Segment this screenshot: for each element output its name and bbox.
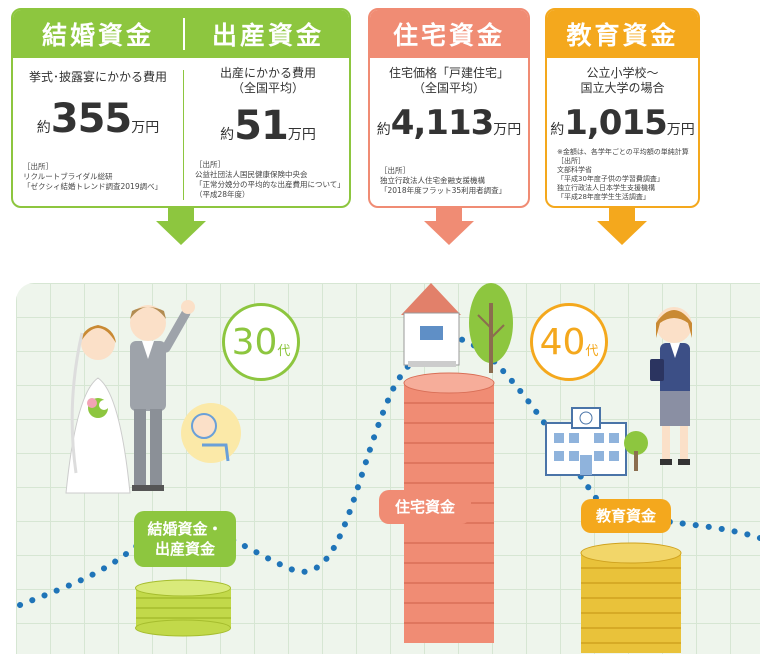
education-title: 教育資金 (547, 10, 698, 58)
housing-source: ［出所］ 独立行政法人住宅金融支援機構 「2018年度フラット35利用者調査」 (380, 166, 522, 196)
housing-label: 住宅資金 (379, 490, 471, 524)
birth-title: 出産資金 (211, 21, 324, 50)
student-icon (650, 307, 692, 465)
amount-unit: 万円 (131, 120, 160, 136)
birth-condition: 出産にかかる費用 （全国平均） (185, 66, 349, 96)
education-card: 教育資金 公立小学校～ 国立大学の場合 約1,015万円 ※金額は、各学年ごとの… (545, 8, 700, 208)
groom-icon (130, 300, 195, 491)
source-line: 「2018年度フラット35利用者調査」 (380, 186, 507, 195)
source-line: ［出所］ (23, 162, 53, 171)
amount-value: 355 (50, 96, 132, 142)
baby-icon (181, 403, 241, 463)
school-icon (545, 407, 648, 476)
arrow-down-icon (609, 208, 635, 222)
source-line: ［出所］ (557, 157, 585, 165)
arrow-head (597, 221, 647, 245)
education-source: ※金額は、各学年ごとの平均額の単純計算 ［出所］ 文部科学省 「平成30年度子供… (557, 148, 692, 202)
housing-amount: 約4,113万円 (370, 103, 528, 143)
education-coin-stack (580, 542, 682, 653)
decade-suffix: 代 (277, 343, 291, 359)
condition-line: 国立大学の場合 (580, 81, 665, 95)
education-amount: 約1,015万円 (547, 103, 698, 143)
source-line: ［出所］ (195, 160, 225, 169)
source-line: 文部科学省 (557, 166, 592, 174)
source-line: リクルートブライダル総研 (23, 172, 113, 181)
arrow-head (156, 221, 206, 245)
amount-unit: 万円 (666, 122, 695, 138)
marriage-section: 結婚資金 挙式･披露宴にかかる費用 約355万円 ［出所］ リクルートブライダル… (13, 10, 183, 206)
source-line: 公益社団法人国民健康保険中央会 (195, 170, 308, 179)
label-text: 住宅資金 (394, 498, 455, 516)
decade-number: 40 (539, 321, 586, 363)
arrow-down-icon (168, 208, 194, 222)
label-text: 教育資金 (595, 507, 656, 525)
amount-prefix: 約 (550, 122, 565, 138)
source-line: 「平成28年度学生生活調査」 (557, 193, 650, 201)
condition-line: 出産にかかる費用 (219, 66, 316, 80)
marriage-birth-label: 結婚資金・ 出産資金 (134, 511, 236, 567)
bride-icon (65, 325, 131, 494)
condition-line: 公立小学校～ (586, 66, 659, 80)
source-line: 「正常分娩分の平均的な出産費用について」 (195, 180, 345, 189)
education-condition: 公立小学校～ 国立大学の場合 (547, 66, 698, 96)
birth-section: 出産資金 出産にかかる費用 （全国平均） 約51万円 ［出所］ 公益社団法人国民… (185, 10, 349, 206)
graph-illustration (17, 283, 760, 653)
source-line: 独立行政法人日本学生支援機構 (557, 184, 655, 192)
birth-source: ［出所］ 公益社団法人国民健康保険中央会 「正常分娩分の平均的な出産費用について… (195, 160, 345, 200)
decade-number: 30 (231, 321, 278, 363)
arrow-head (424, 221, 474, 245)
house-icon (401, 283, 461, 367)
amount-value: 4,113 (390, 103, 495, 143)
marriage-source: ［出所］ リクルートブライダル総研 「ゼクシィ結婚トレンド調査2019調べ」 (23, 162, 177, 192)
amount-value: 51 (234, 103, 289, 149)
condition-line: 住宅価格「戸建住宅」 (388, 66, 509, 80)
source-line: 独立行政法人住宅金融支援機構 (380, 176, 485, 185)
arrow-down-icon (436, 208, 462, 222)
decade-suffix: 代 (585, 343, 599, 359)
marriage-title: 結婚資金 (41, 21, 154, 50)
source-line: （平成28年度） (195, 190, 250, 199)
tree-icon (469, 283, 513, 373)
birth-amount: 約51万円 (185, 103, 349, 149)
amount-unit: 万円 (493, 122, 522, 138)
source-line: ※金額は、各学年ごとの平均額の単純計算 (557, 148, 689, 156)
education-label: 教育資金 (581, 499, 671, 533)
marriage-condition: 挙式･披露宴にかかる費用 (28, 70, 167, 84)
housing-card: 住宅資金 住宅価格「戸建住宅」 （全国平均） 約4,113万円 ［出所］ 独立行… (368, 8, 530, 208)
housing-title: 住宅資金 (370, 10, 528, 58)
marriage-birth-card: 結婚資金 挙式･披露宴にかかる費用 約355万円 ［出所］ リクルートブライダル… (11, 8, 351, 208)
source-line: 「ゼクシィ結婚トレンド調査2019調べ」 (23, 182, 163, 191)
amount-unit: 万円 (287, 127, 316, 143)
condition-line: （全国平均） (412, 81, 485, 95)
amount-prefix: 約 (220, 127, 235, 143)
source-line: 「平成30年度子供の学習費調査」 (557, 175, 664, 183)
amount-prefix: 約 (376, 122, 391, 138)
housing-condition: 住宅価格「戸建住宅」 （全国平均） (370, 66, 528, 96)
source-line: ［出所］ (380, 166, 410, 175)
label-line: 結婚資金・ (147, 520, 223, 538)
condition-line: （全国平均） (231, 81, 304, 95)
marriage-amount: 約355万円 (13, 96, 183, 142)
amount-value: 1,015 (564, 103, 668, 143)
marriage-coin-stack (135, 579, 231, 637)
amount-prefix: 約 (36, 120, 51, 136)
label-line: 出産資金 (154, 540, 215, 558)
